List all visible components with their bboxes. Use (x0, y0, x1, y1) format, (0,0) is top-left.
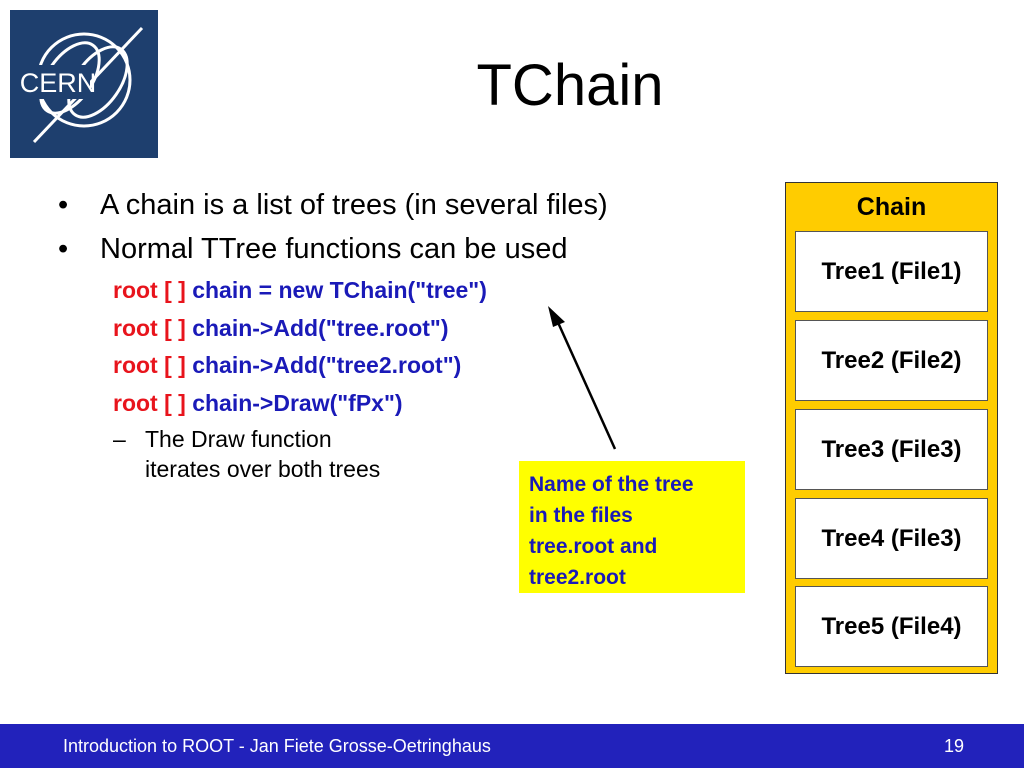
code-command: chain->Add("tree.root") (192, 314, 449, 341)
sub-bullet-line: iterates over both trees (145, 456, 381, 482)
arrow-line (554, 317, 617, 450)
code-command: chain->Draw("fPx") (192, 389, 403, 416)
footer-text: Introduction to ROOT - Jan Fiete Grosse-… (63, 736, 491, 756)
bullet-item: A chain is a list of trees (in several f… (58, 183, 608, 227)
chain-box: Chain Tree1 (File1) Tree2 (File2) Tree3 … (785, 182, 998, 674)
tree-box: Tree1 (File1) (795, 231, 988, 312)
cern-logo-icon: CERN (20, 26, 144, 144)
slide-title: TChain (476, 53, 664, 118)
tree-box: Tree3 (File3) (795, 409, 988, 490)
code-prompt: root [ ] (113, 277, 186, 303)
code-line: root [ ] chain = new TChain("tree") (113, 272, 487, 310)
logo-text: CERN (20, 68, 97, 98)
page-number: 19 (943, 736, 964, 756)
code-line: root [ ] chain->Add("tree2.root") (113, 347, 487, 385)
bullet-list: A chain is a list of trees (in several f… (58, 183, 608, 271)
arrow-head (548, 306, 565, 327)
bullet-item: Normal TTree functions can be used (58, 227, 608, 271)
code-line: root [ ] chain->Add("tree.root") (113, 310, 487, 348)
note-line: in the files (529, 504, 633, 527)
footer-bar: Introduction to ROOT - Jan Fiete Grosse-… (0, 724, 1024, 768)
note-line: tree.root and (529, 535, 658, 558)
code-block: root [ ] chain = new TChain("tree") root… (113, 272, 487, 422)
code-command: chain->Add("tree2.root") (192, 352, 462, 378)
note-line: Name of the tree (529, 473, 694, 496)
code-line: root [ ] chain->Draw("fPx") (113, 385, 487, 423)
sub-bullet-dash: – (113, 426, 126, 452)
callout-note: Name of the tree in the files tree.root … (519, 461, 745, 593)
sub-bullet-line: The Draw function (145, 426, 332, 452)
tree-box: Tree2 (File2) (795, 320, 988, 401)
code-prompt: root [ ] (113, 389, 186, 416)
code-prompt: root [ ] (113, 314, 186, 341)
tree-box: Tree4 (File3) (795, 498, 988, 579)
tree-box: Tree5 (File4) (795, 586, 988, 667)
note-line: tree2.root (529, 566, 626, 589)
cern-logo: CERN (10, 10, 158, 158)
code-prompt: root [ ] (113, 352, 186, 378)
chain-label: Chain (856, 193, 927, 221)
code-command: chain = new TChain("tree") (192, 277, 487, 303)
sub-bullet-text: The Draw function iterates over both tre… (145, 424, 380, 484)
